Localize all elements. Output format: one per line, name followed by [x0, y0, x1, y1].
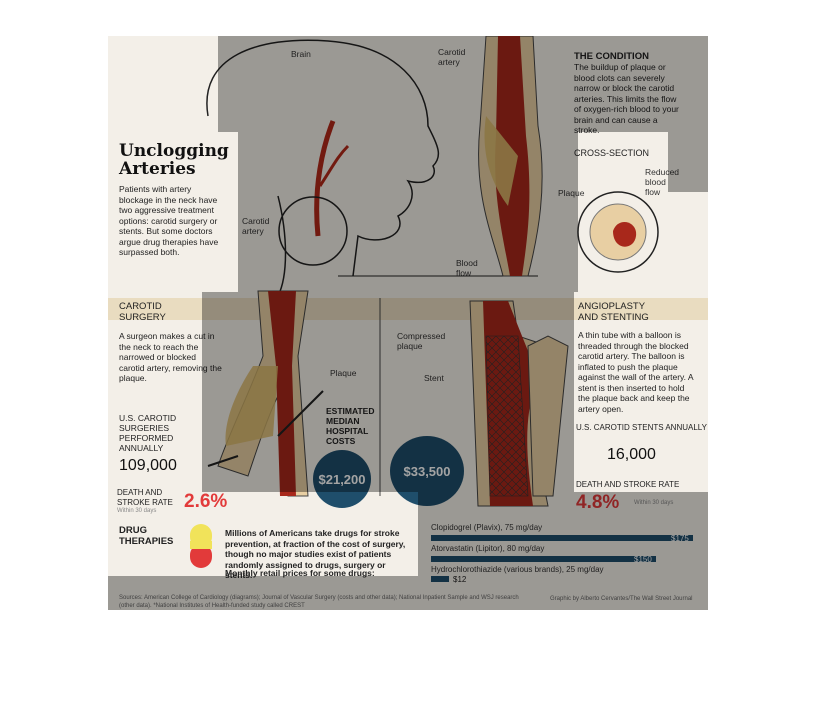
- brain-artery: [314, 120, 336, 237]
- surgery-lumen: [268, 291, 296, 496]
- cross-section-circle: [577, 191, 659, 273]
- plaque-top-label: Plaque: [558, 188, 585, 198]
- carotid-left-label: Carotid artery: [242, 216, 270, 236]
- stents-count: 16,000: [607, 446, 656, 463]
- reduced-flow-label: Reduced blood flow: [645, 167, 680, 197]
- stents-rate: 4.8%: [576, 492, 620, 513]
- surgery-cost-circle: $21,200: [313, 450, 371, 508]
- drug-price-bar: [431, 535, 693, 541]
- plaque-mid-label: Plaque: [330, 368, 357, 378]
- prices-title: Monthly retail prices for some drugs:: [225, 568, 375, 578]
- costs-label: ESTIMATED MEDIAN HOSPITAL COSTS: [326, 406, 375, 446]
- intro-text: Patients with artery blockage in the nec…: [119, 184, 219, 257]
- stents-rate-label: DEATH AND STROKE RATE: [576, 480, 680, 489]
- cross-section-heading: CROSS-SECTION: [574, 148, 650, 158]
- drug-price: $150: [634, 555, 652, 564]
- surgery-text: A surgeon makes a cut in the neck to rea…: [119, 331, 222, 383]
- drug-name: Hydrochlorothiazide (various brands), 25…: [431, 565, 604, 574]
- carotid-plaque-top: [484, 116, 518, 206]
- condition-text: The buildup of plaque or blood clots can…: [574, 62, 679, 135]
- blood-flow-label: Blood flow: [456, 258, 478, 278]
- middle-band: [108, 298, 708, 320]
- drug-price-bar: [431, 556, 656, 562]
- surgery-rate: 2.6%: [184, 491, 228, 512]
- surgery-count-label: U.S. CAROTID SURGERIES PERFORMED ANNUALL…: [119, 413, 177, 453]
- pill-bottom: [190, 544, 212, 568]
- drugs-text: Millions of Americans take drugs for str…: [225, 528, 406, 580]
- stents-rate-note: Within 30 days: [634, 500, 674, 506]
- stents-count-label: U.S. CAROTID STENTS ANNUALLY: [576, 423, 707, 432]
- drug-price: $12: [453, 575, 467, 584]
- compressed-plaque-label: Compressed plaque: [397, 331, 446, 351]
- brain-label: Brain: [291, 49, 311, 59]
- brain-artery-branch: [318, 144, 350, 187]
- surgery-tool: [277, 390, 324, 437]
- surgery-rate-label: DEATH AND STROKE RATE: [117, 488, 173, 507]
- drug-name: Atorvastatin (Lipitor), 80 mg/day: [431, 544, 545, 553]
- surgery-plaque: [225, 366, 278, 446]
- stent-cut-vessel: [527, 335, 569, 497]
- condition-heading: THE CONDITION: [574, 51, 649, 62]
- stenting-text: A thin tube with a balloon is threaded t…: [578, 330, 694, 414]
- surgery-count: 109,000: [119, 457, 177, 474]
- drugs-heading: DRUG THERAPIES: [119, 525, 174, 547]
- cross-section-lumen: [613, 221, 637, 247]
- page-title: Unclogging Arteries: [119, 141, 229, 179]
- surgery-tool-2: [207, 455, 239, 467]
- stent-mesh: [485, 335, 529, 497]
- drug-price: $175: [671, 534, 689, 543]
- neck-circle: [278, 196, 348, 266]
- stent-cost-circle: $33,500: [390, 436, 464, 506]
- stenting-heading: ANGIOPLASTY AND STENTING: [578, 301, 649, 323]
- stent-label: Stent: [424, 373, 444, 383]
- drug-price-bar: [431, 576, 449, 582]
- neck-outline: [277, 195, 287, 297]
- carotid-top-label: Carotid artery: [438, 47, 466, 67]
- sources-note: Sources: American College of Cardiology …: [119, 595, 519, 609]
- infographic-panel: Brain Carotid artery Carotid artery Bloo…: [108, 36, 708, 610]
- head-outline: [206, 39, 440, 277]
- artery-illustration: [108, 36, 708, 568]
- surgery-rate-note: Within 30 days: [117, 508, 157, 514]
- graphic-credit: Graphic by Alberto Cervantes/The Wall St…: [550, 596, 693, 602]
- drug-name: Clopidogrel (Plavix), 75 mg/day: [431, 523, 543, 532]
- surgery-heading: CAROTID SURGERY: [119, 301, 166, 323]
